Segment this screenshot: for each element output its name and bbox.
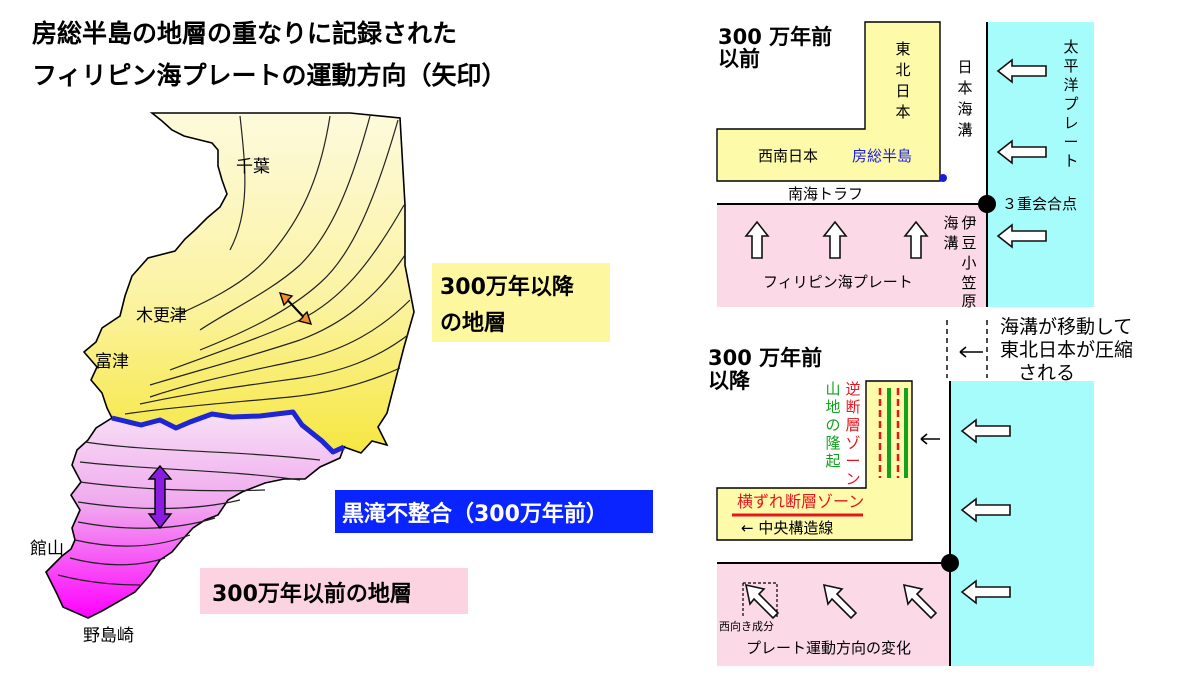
note-line-2: 東北日本が圧縮 [1000,339,1133,361]
trench-migration-note: 海溝が移動して 東北日本が圧縮 される [946,313,1162,384]
diagram-after-3ma: 300 万年前 以降 逆 断 層 ゾ ー ン 山 地 の 隆 起 横ずれ断層ゾー… [708,346,1094,666]
after-layer-label-line1: 300万年以降 [440,274,575,300]
title-line-2: フィリピン海プレートの運動方向（矢印） [32,61,507,90]
migration-arrow-icon [959,346,983,358]
upper-strata-region [82,112,415,454]
uplift-char: 起 [825,452,840,470]
reverse-char: ゾ [845,434,860,452]
strike-slip-label: 横ずれ断層ゾーン [737,492,864,511]
tohoku-char: 本 [895,103,910,121]
lower-strata-lines [57,441,321,586]
boso-point-before [939,174,947,182]
izu-char: 笠 [961,274,976,292]
japan-landmass-before [716,21,941,182]
after-title-line1: 300 万年前 [708,346,822,370]
orange-double-arrow [278,292,313,325]
izu-trench-label: 海 溝 [943,214,958,252]
before-layer-label: 300万年以前の地層 [200,568,468,614]
boso-label: 房総半島 [852,147,912,165]
uplift-char: の [825,416,840,434]
triple-junction-after [941,554,959,572]
triple-junction-before [978,195,996,213]
pacific-char: プ [1063,95,1078,113]
triple-junction-label: ３重会合点 [1002,195,1077,213]
place-nojimazaki: 野島崎 [83,626,134,646]
uplift-char: 山 [825,380,840,398]
izu-char: 豆 [961,234,976,252]
place-kisarazu: 木更津 [136,306,187,326]
izu-char: 伊 [961,214,976,232]
place-chiba: 千葉 [236,157,270,177]
note-line-1: 海溝が移動して [1000,316,1132,338]
seinan-label: 西南日本 [758,147,818,165]
reverse-char: 層 [845,416,860,434]
kurotaki-unconformity-line [111,409,346,455]
izu-trench-char: 海 [943,214,958,232]
pacific-char: ト [1063,152,1078,170]
tohoku-char: 日 [895,82,910,100]
before-title-line1: 300 万年前 [718,25,832,49]
izu-bonin-label: 伊 豆 小 笠 原 [961,214,976,310]
japan-landmass-after [716,380,913,541]
izu-trench-char: 溝 [943,234,958,252]
upper-strata-lines [124,115,411,415]
before-title-line2: 以前 [718,47,760,71]
trench-char: 溝 [957,121,972,139]
place-tateyama: 館山 [30,539,64,559]
izu-char: 原 [961,292,976,310]
boso-peninsula-map: 千葉 木更津 富津 館山 野島崎 300万年以降 の地層 黒滝不整合（300万年… [30,112,653,646]
unconformity-label-text: 黒滝不整合（300万年前） [342,501,608,527]
main-title: 房総半島の地層の重なりに記録された フィリピン海プレートの運動方向（矢印） [32,19,507,90]
tohoku-label: 東 北 日 本 [895,40,910,121]
uplift-label: 山 地 の 隆 起 [825,380,840,470]
uplift-char: 地 [825,398,840,416]
izu-char: 小 [961,254,976,272]
median-tectonic-line-label: ← 中央構造線 [741,519,833,537]
philippine-plate-area-after [717,563,950,666]
plate-direction-change-label: プレート運動方向の変化 [746,639,911,657]
japan-trench-label: 日 本 海 溝 [957,58,972,139]
title-line-1: 房総半島の地層の重なりに記録された [32,19,457,48]
pacific-char: 太 [1063,38,1078,56]
reverse-char: ー [845,452,860,470]
west-component-label: 西向き成分 [719,619,774,633]
reverse-fault-label: 逆 断 層 ゾ ー ン [845,380,860,488]
compression-arrow-icon [920,433,940,445]
after-layer-label: 300万年以降 の地層 [432,263,610,342]
tohoku-char: 北 [895,61,910,79]
trench-char: 本 [957,79,972,97]
uplift-char: 隆 [825,434,840,452]
pacific-plate-label: 太 平 洋 プ レ ー ト [1063,38,1078,170]
note-line-3: される [1018,362,1075,384]
pacific-char: ー [1063,133,1078,151]
trench-char: 海 [957,100,972,118]
place-futtsu: 富津 [95,352,129,372]
purple-double-arrow [147,464,173,530]
reverse-char: 逆 [845,380,860,398]
after-title-line2: 以降 [708,369,751,393]
pacific-char: 洋 [1063,76,1078,94]
before-layer-label-text: 300万年以前の地層 [212,581,412,607]
trench-char: 日 [957,58,972,76]
unconformity-label: 黒滝不整合（300万年前） [335,490,653,533]
west-component-dashed-box [742,582,778,617]
tohoku-char: 東 [895,40,910,58]
reverse-char: 断 [845,398,860,416]
nankai-trough-label: 南海トラフ [788,185,863,203]
pacific-char: 平 [1063,57,1078,75]
reverse-char: ン [845,470,860,488]
fault-zone-lines [878,388,908,478]
pacific-char: レ [1063,114,1078,132]
diagram-before-3ma: 300 万年前 以前 東 北 日 本 西南日本 房総半島 南海トラフ 日 本 海… [716,21,1094,310]
philippine-plate-label: フィリピン海プレート [763,273,913,291]
after-layer-label-line2: の地層 [440,311,506,336]
